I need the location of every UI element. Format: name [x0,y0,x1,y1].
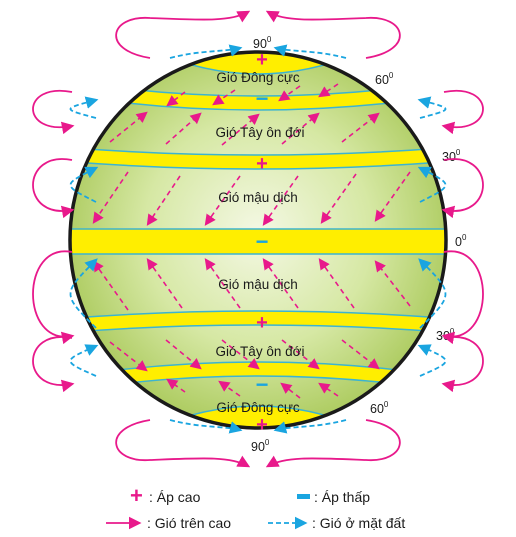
right-cell-0-surface-wind [417,96,447,119]
surface-wind-arrow [320,173,357,224]
surface-wind-arrow [109,111,148,143]
legend: + : Áp cao : Áp thấp : Gió trên cao : Gi… [106,483,405,531]
surface-wind-arrow [146,175,181,226]
latitude-label-equator: 00 [455,233,467,249]
right-cell-0-upper-wind [441,89,484,135]
legend-high-pressure-symbol: + [130,483,143,508]
surface-wind-arrow [281,339,320,370]
south-30-high-belt [70,310,446,334]
surface-wind-arrow [341,339,380,370]
right-cell-1-upper-wind [441,158,484,219]
north-60-low-belt [70,79,446,111]
surface-wind-arrow [165,339,202,370]
right-cell-1-surface-wind [417,166,447,203]
low-pressure-sign-south-60: − [256,372,269,397]
left-cell-1-surface-wind [69,166,99,203]
surface-wind-arrow [221,113,260,146]
latitude-label-north-pole: 900 [253,35,272,51]
zone-label-south-westerlies: Gió Tây ôn đới [216,344,305,359]
north-polar-cell-left-upper-wind [115,10,251,59]
right-cell-2-surface-wind [418,258,447,329]
latitude-label-south-pole: 900 [251,438,270,454]
latitude-label-south-30: 300 [436,327,455,343]
high-pressure-sign-north-pole: + [256,49,268,71]
surface-wind-arrow [109,341,148,372]
surface-wind-arrow [280,382,301,399]
surface-wind-arrow [221,339,260,370]
high-pressure-sign-south-30: + [256,312,268,334]
surface-wind-arrow [281,112,320,145]
legend-high-pressure-label: : Áp cao [149,489,201,505]
surface-wind-arrow [166,378,186,393]
surface-wind-arrow [204,175,241,226]
surface-wind-arrow [374,260,411,307]
right-cell-3-upper-wind [441,336,484,393]
globe-outline [68,50,448,430]
left-cell-1-upper-wind [32,158,75,219]
surface-wind-arrow [204,258,241,309]
north-polar-cell-right-upper-wind [265,10,401,59]
right-cell-2-upper-wind [441,250,484,345]
surface-wind-arrow [212,89,236,106]
latitude-labels: 900 600 300 00 300 600 900 [251,35,467,454]
surface-wind-arrow [262,258,299,309]
left-cell-2-upper-wind [32,250,75,345]
left-cell-0-upper-wind [32,89,75,135]
left-cell-0-surface-wind [69,96,99,119]
surface-wind-arrow [146,258,183,309]
low-pressure-sign-equator: − [256,229,269,254]
zone-label-south-trade-winds: Gió mậu dịch [218,277,298,292]
north-polar-cell-right-surface-wind [273,44,347,59]
surface-wind-arrow [318,258,355,309]
latitude-label-north-60: 600 [375,71,394,87]
high-pressure-sign-north-30: + [256,153,268,175]
latitude-label-south-60: 600 [370,400,389,416]
high-pressure-sign-south-pole: + [256,414,268,436]
south-polar-cell-left-upper-wind [115,419,251,468]
equatorial-low-belt [70,228,446,255]
south-polar-cell-right-surface-wind [273,419,347,434]
south-60-low-belt [70,361,446,393]
legend-surface-wind-label: : Gió ở mặt đất [312,515,405,531]
surface-wind-arrow [341,112,380,143]
surface-wind-arrow [278,85,301,102]
zone-label-north-trade-winds: Gió mậu dịch [218,190,298,205]
surface-wind-arrow [92,171,129,224]
south-polar-cell-right-upper-wind [265,419,401,468]
north-polar-cell-left-surface-wind [169,44,243,59]
surface-wind-arrow [262,175,299,226]
surface-wind-arrow [374,171,411,222]
surface-wind-arrow [92,260,129,311]
zone-label-north-polar-easterlies: Gió Đông cực [216,70,300,85]
south-polar-cell-left-surface-wind [169,419,243,434]
surface-wind-arrow [166,91,186,107]
circulation-cells [32,10,484,468]
zone-labels: Gió Đông cực Gió Tây ôn đới Gió mậu dịch… [216,70,305,415]
low-pressure-sign-north-60: − [256,86,269,111]
zone-label-south-polar-easterlies: Gió Đông cực [216,400,300,415]
legend-low-pressure-label: : Áp thấp [314,489,370,505]
left-cell-3-surface-wind [69,344,99,377]
legend-upper-wind-label: : Gió trên cao [147,515,231,531]
surface-wind-arrow [318,382,339,397]
north-30-high-belt [70,146,446,170]
latitude-label-north-30: 300 [442,148,461,164]
surface-wind-arrow [165,112,202,145]
right-cell-3-surface-wind [417,344,447,377]
surface-wind-arrow [318,83,339,98]
left-cell-2-surface-wind [69,258,98,329]
legend-low-pressure-symbol [297,494,310,499]
left-cell-3-upper-wind [32,336,75,393]
pressure-signs: + − + − + − + [256,49,269,436]
zone-label-north-westerlies: Gió Tây ôn đới [216,125,305,140]
surface-wind-arrows [92,83,411,399]
surface-wind-arrow [218,380,241,397]
